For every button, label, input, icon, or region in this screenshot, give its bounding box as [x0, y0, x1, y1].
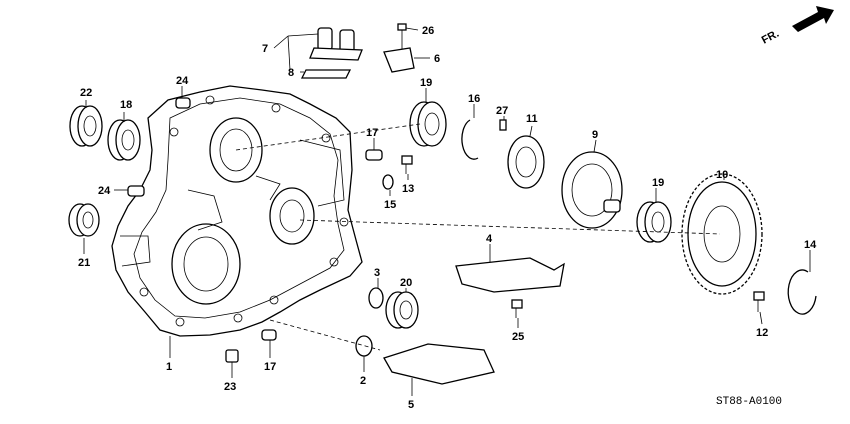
bolt-25[interactable]: [511, 299, 523, 318]
pin-27[interactable]: [499, 119, 507, 131]
washer-15[interactable]: [382, 174, 394, 190]
callout-9: 9: [592, 129, 598, 141]
oil-gutter-5[interactable]: [383, 343, 495, 385]
callout-22: 22: [80, 87, 92, 99]
solenoid-valve-7[interactable]: [309, 27, 363, 61]
callout-1: 1: [166, 361, 172, 373]
front-direction-label: FR.: [760, 28, 781, 47]
callout-6: 6: [434, 53, 440, 65]
callout-17-bottom: 17: [264, 361, 276, 373]
callout-15: 15: [384, 199, 396, 211]
callout-7: 7: [262, 43, 268, 55]
callout-20: 20: [400, 277, 412, 289]
callout-18: 18: [120, 99, 132, 111]
callout-12: 12: [756, 327, 768, 339]
snap-ring-16[interactable]: [461, 119, 479, 160]
callout-21: 21: [78, 257, 90, 269]
dowel-pin-17-bottom[interactable]: [261, 329, 277, 341]
ring-gear-10[interactable]: [681, 173, 763, 295]
callout-11: 11: [526, 113, 538, 125]
dowel-pin-24-top[interactable]: [175, 97, 191, 109]
gasket-8[interactable]: [300, 69, 352, 79]
snap-ring-14[interactable]: [787, 269, 817, 315]
callout-17-top: 17: [366, 127, 378, 139]
bolt-12[interactable]: [753, 291, 765, 312]
callout-19-top: 19: [420, 77, 432, 89]
leader-lines: [83, 27, 811, 396]
nut-23[interactable]: [225, 349, 239, 363]
callout-27: 27: [496, 105, 508, 117]
callout-13: 13: [402, 183, 414, 195]
callout-4: 4: [486, 233, 493, 245]
bracket-6[interactable]: [383, 47, 415, 73]
callout-8: 8: [288, 67, 294, 79]
seal-2[interactable]: [355, 335, 373, 357]
dowel-pin-17-top[interactable]: [365, 149, 383, 161]
bearing-19-right[interactable]: [636, 201, 672, 243]
callout-24-top: 24: [176, 75, 189, 87]
differential-9[interactable]: [561, 151, 623, 229]
callout-14: 14: [804, 239, 817, 251]
callout-2: 2: [360, 375, 366, 387]
bearing-19-top[interactable]: [409, 101, 447, 147]
bearing-20[interactable]: [385, 291, 419, 329]
callout-25: 25: [512, 331, 524, 343]
seal-3[interactable]: [368, 287, 384, 309]
callout-24-left: 24: [98, 185, 111, 197]
bearing-22[interactable]: [69, 105, 103, 147]
callout-3: 3: [374, 267, 380, 279]
callout-5: 5: [408, 399, 414, 411]
oil-guide-plate-4[interactable]: [455, 257, 565, 293]
front-direction-arrow-icon: [792, 6, 834, 32]
gear-11[interactable]: [507, 135, 545, 189]
dowel-pin-24-left[interactable]: [127, 185, 145, 197]
bearing-21[interactable]: [68, 203, 100, 237]
callout-16: 16: [468, 93, 480, 105]
transmission-housing[interactable]: [111, 85, 363, 337]
bolt-13[interactable]: [401, 155, 413, 174]
diagram-code: ST88-A0100: [716, 396, 782, 408]
bearing-18[interactable]: [107, 119, 141, 161]
callout-23: 23: [224, 381, 236, 393]
bolt-26[interactable]: [397, 23, 407, 52]
callout-19-right: 19: [652, 177, 664, 189]
callout-10: 10: [716, 169, 728, 181]
callout-26: 26: [422, 25, 434, 37]
